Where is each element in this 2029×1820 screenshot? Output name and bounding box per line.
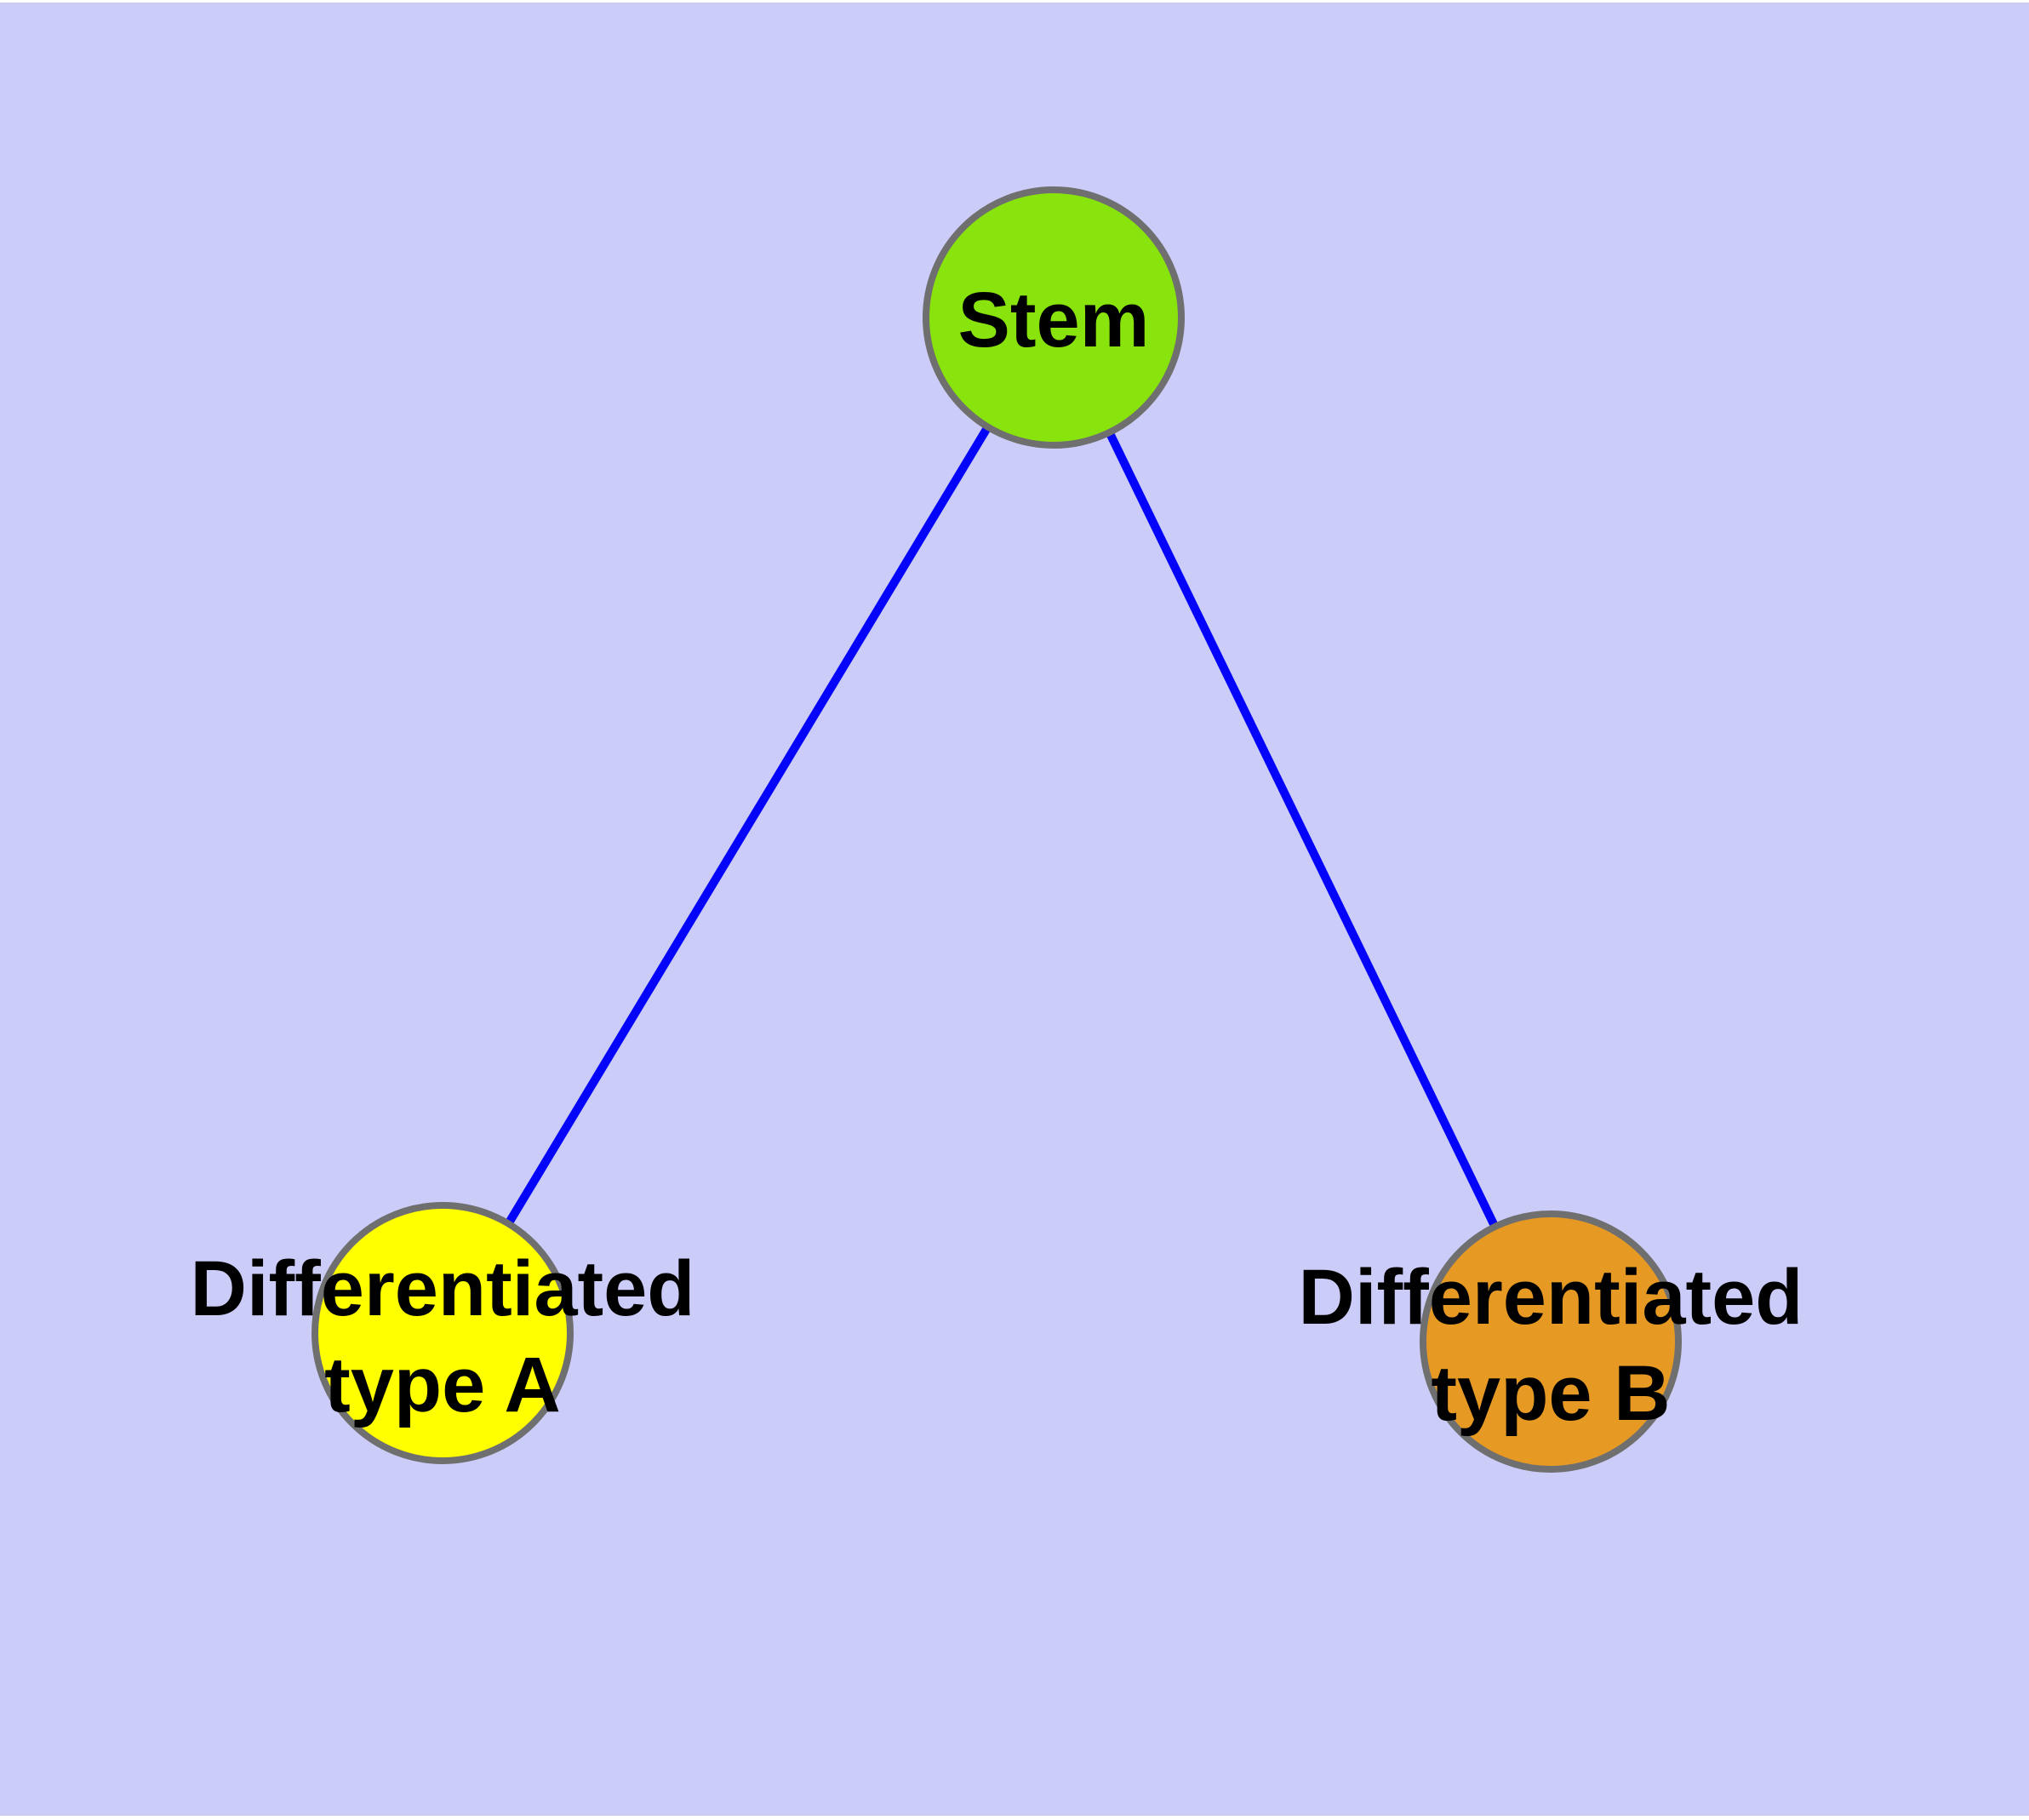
node-differentiated-type-a	[311, 1202, 574, 1464]
node-type-a-label-line1: Differentiated	[191, 1245, 695, 1332]
bottom-margin-strip	[0, 1816, 2029, 1820]
node-type-b-label-line2: type B	[1431, 1350, 1670, 1437]
edge-stem-to-type-b	[1049, 315, 1555, 1344]
node-differentiated-type-b	[1420, 1210, 1682, 1473]
node-stem	[923, 186, 1185, 449]
edge-stem-to-type-a	[438, 315, 1058, 1336]
top-margin-strip	[0, 0, 2029, 3]
node-type-b-label-line1: Differentiated	[1299, 1254, 1803, 1341]
node-type-a-label-line2: type A	[324, 1342, 561, 1428]
node-stem-label: Stem	[958, 277, 1150, 363]
